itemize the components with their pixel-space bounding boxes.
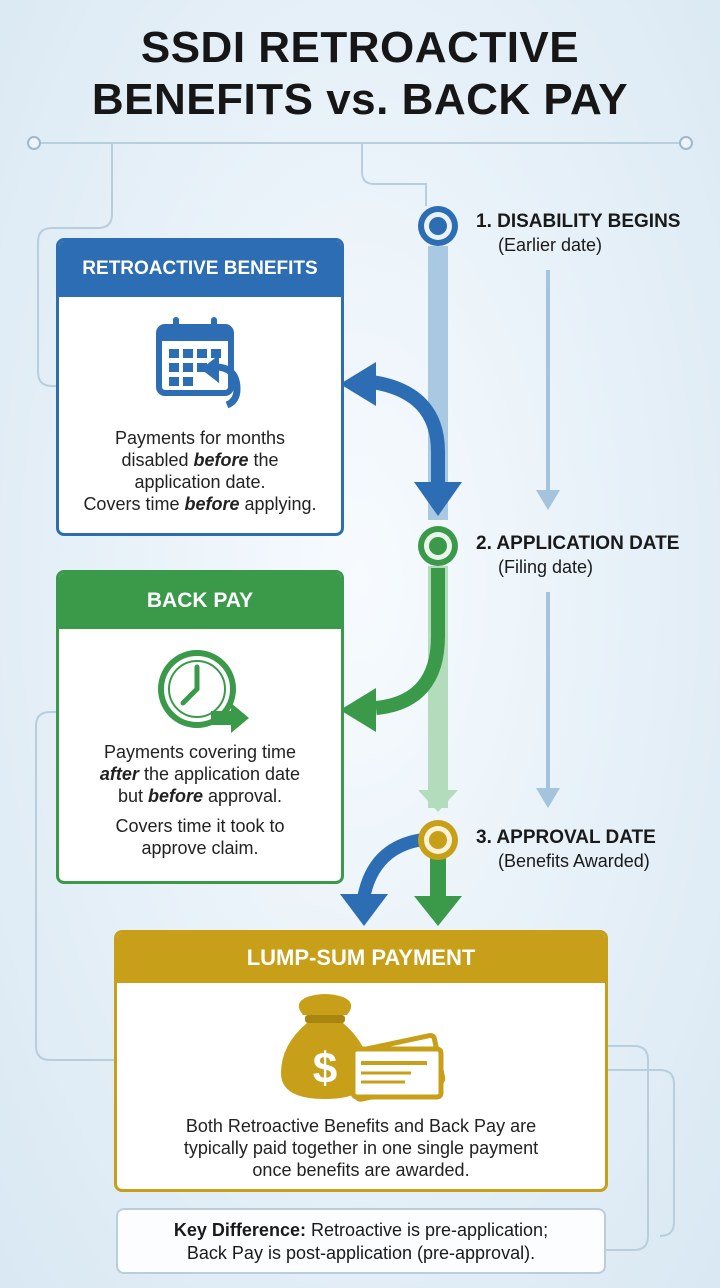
title-line-2: BENEFITS vs. BACK PAY — [91, 75, 629, 124]
text-part: approve claim. — [141, 838, 259, 858]
step-sub: (Earlier date) — [498, 235, 603, 255]
text-part: approval. — [202, 786, 283, 806]
retroactive-benefits-card: RETROACTIVE BENEFITS Payments for months… — [56, 238, 344, 536]
dollar-symbol: $ — [313, 1044, 337, 1093]
step-approval-date: 3. APPROVAL DATE (Benefits Awarded) — [476, 826, 656, 872]
node-disability — [418, 206, 458, 246]
text-line: once benefits are awarded. — [252, 1160, 470, 1180]
title-line-1: SSDI RETROACTIVE — [140, 23, 580, 72]
lump-sum-header: LUMP-SUM PAYMENT — [117, 933, 605, 983]
key-text-line-2: Back Pay is post-application (pre-approv… — [186, 1243, 536, 1263]
emphasis: after — [99, 764, 139, 784]
page-title: SSDI RETROACTIVE BENEFITS vs. BACK PAY — [0, 22, 720, 126]
text-part: application date. — [134, 472, 266, 492]
text-part: Payments covering time — [103, 742, 297, 762]
key-difference-note: Key Difference: Retroactive is pre-appli… — [116, 1208, 606, 1274]
back-pay-description: Payments covering time after the applica… — [59, 741, 341, 859]
text-part: Covers time — [83, 494, 185, 514]
step-sub: (Filing date) — [498, 557, 594, 577]
step-sub: (Benefits Awarded) — [498, 851, 650, 871]
calendar-return-icon — [156, 317, 241, 409]
emphasis: before — [193, 450, 249, 470]
key-text: Retroactive is pre-application; — [305, 1220, 549, 1240]
text-part: but — [117, 786, 148, 806]
money-bag-check-icon: $ — [281, 994, 446, 1102]
text-part: disabled — [121, 450, 194, 470]
lump-sum-description: Both Retroactive Benefits and Back Pay a… — [117, 1115, 605, 1181]
text-part: applying. — [239, 494, 317, 514]
text-line: Both Retroactive Benefits and Back Pay a… — [185, 1116, 537, 1136]
key-label: Key Difference: — [173, 1220, 306, 1240]
text-part: Covers time it took to — [115, 816, 285, 836]
step-heading: 2. APPLICATION DATE — [476, 533, 680, 554]
retroactive-description: Payments for months disabled before the … — [59, 427, 341, 515]
retroactive-header: RETROACTIVE BENEFITS — [59, 241, 341, 297]
step-heading: 3. APPROVAL DATE — [476, 827, 656, 848]
step-heading: 1. DISABILITY BEGINS — [476, 211, 681, 232]
node-application — [418, 526, 458, 566]
emphasis: before — [147, 786, 203, 806]
clock-arrow-icon — [158, 650, 249, 733]
lump-sum-payment-card: LUMP-SUM PAYMENT $ Both Retroactive Bene… — [114, 930, 608, 1192]
text-part: the — [248, 450, 279, 470]
text-line: typically paid together in one single pa… — [183, 1138, 539, 1158]
emphasis: before — [184, 494, 240, 514]
back-pay-header: BACK PAY — [59, 573, 341, 629]
step-application-date: 2. APPLICATION DATE (Filing date) — [476, 532, 679, 578]
step-disability-begins: 1. DISABILITY BEGINS (Earlier date) — [476, 210, 680, 256]
text-part: Payments for months — [114, 428, 286, 448]
text-part: the application date — [138, 764, 301, 784]
node-approval — [418, 820, 458, 860]
back-pay-card: BACK PAY Payments covering time after th… — [56, 570, 344, 884]
